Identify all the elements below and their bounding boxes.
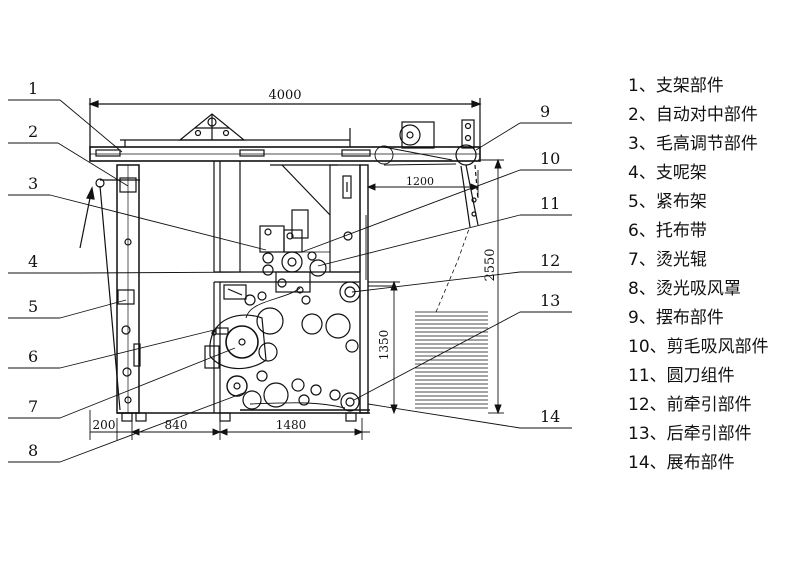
- top-beam: [89, 128, 481, 162]
- legend-item-4: 4、支呢架: [628, 163, 707, 183]
- right-frame: [117, 164, 370, 422]
- legend-item-10: 10、剪毛吸风部件: [628, 337, 769, 357]
- dim-bottom-3: 1480: [276, 418, 307, 432]
- legend-item-7: 7、烫光辊: [628, 250, 707, 270]
- inner-dimensions: [366, 158, 504, 415]
- callout-13: 13: [540, 291, 560, 310]
- legend-item-3: 3、毛高调节部件: [628, 134, 758, 154]
- dim-overall-width: 4000: [268, 88, 301, 103]
- cloth-path: [245, 145, 457, 409]
- middle-frame: [213, 161, 361, 413]
- callout-4: 4: [28, 252, 38, 271]
- legend-item-6: 6、托布带: [628, 221, 707, 241]
- callout-10: 10: [540, 149, 560, 168]
- callout-3: 3: [28, 174, 38, 193]
- callout-leaders: [8, 99, 572, 463]
- pile-adjust-plate: [223, 284, 267, 306]
- dim-bottom-2: 840: [165, 418, 188, 432]
- legend-item-11: 11、圆刀组件: [628, 366, 735, 386]
- legend-item-2: 2、自动对中部件: [628, 105, 758, 125]
- callout-5: 5: [28, 297, 38, 316]
- cloth-pile: [415, 225, 488, 409]
- cutting-unit: [259, 209, 330, 305]
- callout-12: 12: [540, 251, 560, 270]
- legend-item-8: 8、烫光吸风罩: [628, 279, 741, 299]
- ironing-roller: [204, 314, 267, 397]
- callout-6: 6: [28, 347, 38, 366]
- overall-width-dimension: [88, 98, 482, 148]
- auto-centering-truss: [178, 113, 246, 141]
- legend-item-12: 12、前牵引部件: [628, 395, 752, 415]
- legend-item-13: 13、后牵引部件: [628, 424, 752, 444]
- dim-upper-span: 1200: [406, 175, 434, 188]
- rollers: [242, 281, 361, 412]
- dim-bottom-1: 200: [93, 418, 116, 432]
- callout-8: 8: [28, 441, 38, 460]
- callout-1: 1: [28, 79, 38, 98]
- callout-14: 14: [540, 407, 560, 426]
- swing-unit: [455, 119, 479, 228]
- callout-7: 7: [28, 397, 38, 416]
- callout-11: 11: [540, 194, 560, 213]
- dim-overall-height: 2550: [483, 248, 498, 281]
- cloth-direction-arrow: [79, 186, 95, 249]
- legend-item-1: 1、支架部件: [628, 76, 724, 96]
- callout-9: 9: [540, 102, 550, 121]
- legend-item-5: 5、紧布架: [628, 192, 707, 212]
- callout-2: 2: [28, 122, 38, 141]
- top-reel: [399, 121, 435, 149]
- legend-item-14: 14、展布部件: [628, 453, 735, 473]
- dim-inner-height: 1350: [377, 330, 391, 361]
- left-frame: [95, 164, 141, 414]
- legend-item-9: 9、摆布部件: [628, 308, 724, 328]
